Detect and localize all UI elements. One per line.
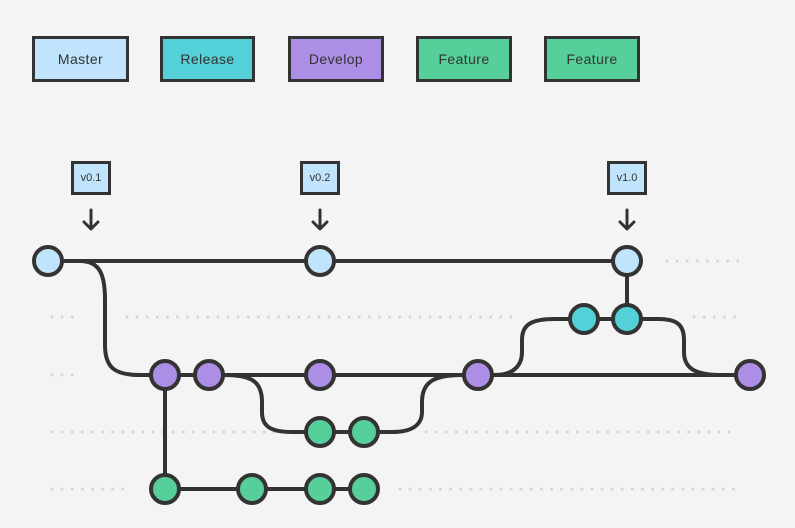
develop-commit [462, 359, 494, 391]
feature1-branch-path [223, 373, 464, 434]
legend-feature-1: Feature [416, 36, 512, 82]
release-commit [568, 303, 600, 335]
feature-commit [348, 473, 380, 505]
master-commit [304, 245, 336, 277]
dotted-guides [50, 259, 740, 491]
feature-commit [304, 473, 336, 505]
tag-v0-1: v0.1 [71, 161, 111, 195]
develop-commit [734, 359, 766, 391]
legend-develop-label: Develop [308, 51, 364, 67]
legend-develop: Develop [288, 36, 384, 82]
develop-commit [193, 359, 225, 391]
arrow-down-icon [311, 208, 329, 231]
arrow-down-icon [82, 208, 100, 231]
tag-v1-0: v1.0 [607, 161, 647, 195]
feature-commit [149, 473, 181, 505]
feature-commit [236, 473, 268, 505]
arrow-down-icons [82, 208, 636, 231]
master-to-develop-curve [46, 259, 167, 377]
tag-v0-2: v0.2 [300, 161, 340, 195]
legend-release: Release [160, 36, 255, 82]
legend-release-label: Release [180, 51, 235, 67]
master-commit [611, 245, 643, 277]
develop-commit [149, 359, 181, 391]
tag-v1-0-label: v1.0 [616, 172, 638, 184]
release-commit [611, 303, 643, 335]
commits [32, 245, 766, 505]
legend-master-label: Master [57, 51, 104, 67]
feature-commit [348, 416, 380, 448]
legend-feature-1-label: Feature [438, 51, 490, 67]
master-commit [32, 245, 64, 277]
tag-v0-2-label: v0.2 [309, 172, 331, 184]
legend-feature-2-label: Feature [566, 51, 618, 67]
legend-feature-2: Feature [544, 36, 640, 82]
tag-v0-1-label: v0.1 [80, 172, 102, 184]
legend-master: Master [32, 36, 129, 82]
feature-commit [304, 416, 336, 448]
arrow-down-icon [618, 208, 636, 231]
release-branch-path [493, 317, 722, 377]
develop-commit [304, 359, 336, 391]
